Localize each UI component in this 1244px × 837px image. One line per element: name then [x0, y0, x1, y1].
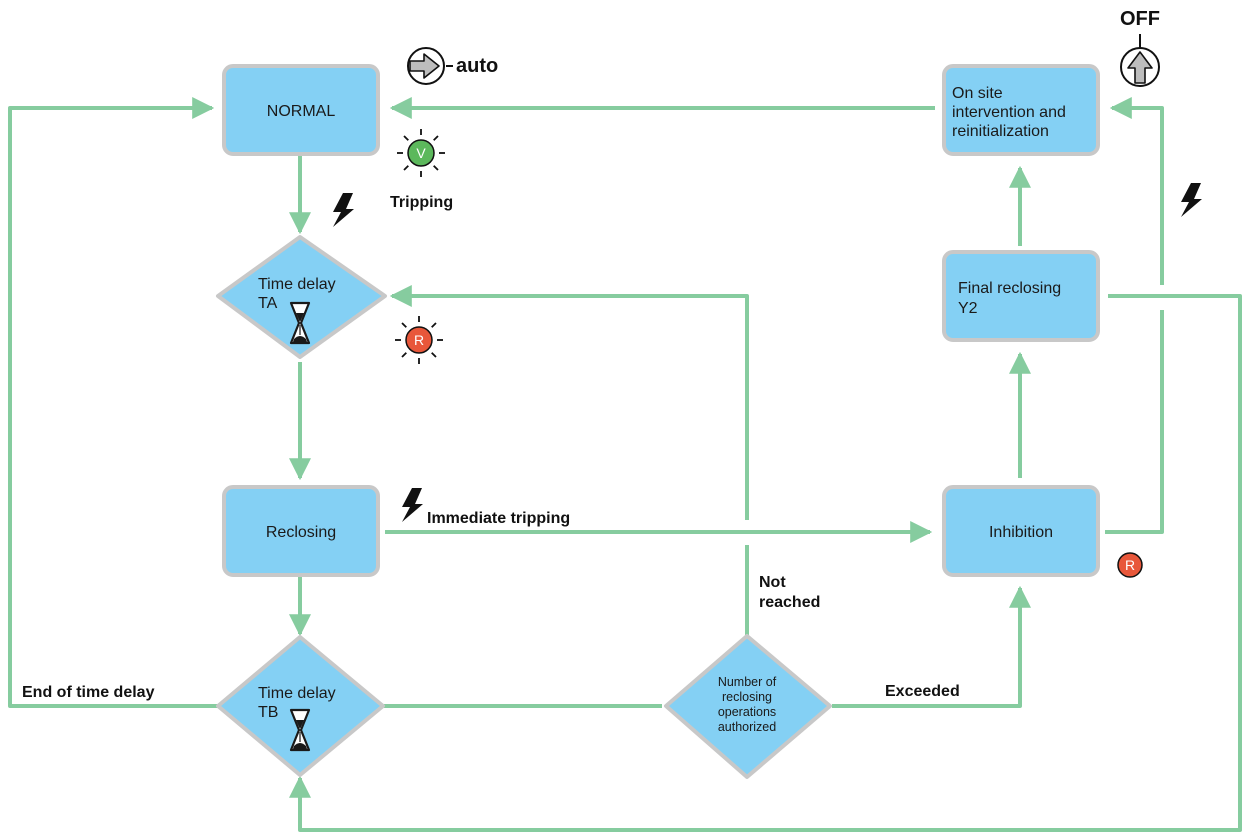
- svg-text:R: R: [1125, 557, 1135, 573]
- node-time-delay-ta: Time delay TA: [216, 235, 387, 359]
- node-normal: NORMAL: [222, 64, 380, 156]
- node-number-of-operations: Number of reclosing operations authorize…: [664, 634, 832, 779]
- node-onsite-line3: reinitialization: [952, 123, 1049, 140]
- connector-numops-to-inhibition: [832, 585, 1031, 708]
- lightning-bolt-icon: [1181, 183, 1202, 217]
- node-final-reclosing: Final reclosing Y2: [942, 250, 1100, 342]
- node-time-delay-tb: Time delay TB: [216, 635, 385, 777]
- node-tb-line2: TB: [258, 704, 278, 721]
- node-reclosing: Reclosing: [222, 485, 380, 577]
- connectors: [8, 97, 1242, 832]
- node-inhibition-label: Inhibition: [989, 524, 1053, 541]
- connector-inhibition-to-onsite-high: [1109, 97, 1164, 285]
- end-of-time-delay-label: End of time delay: [22, 684, 155, 701]
- connector-numops-to-ta-upper: [389, 285, 749, 520]
- svg-text:R: R: [414, 332, 424, 348]
- auto-label: auto: [456, 55, 498, 77]
- off-label: OFF: [1120, 8, 1160, 30]
- node-onsite-line2: intervention and: [952, 104, 1066, 121]
- node-normal-label: NORMAL: [267, 103, 336, 120]
- indicator-lamp-red-icon: R: [394, 315, 444, 365]
- node-numops-line4: authorized: [718, 720, 776, 734]
- indicator-lamp-green-icon: V: [396, 128, 446, 178]
- connector-inhibition-to-onsite-low: [1105, 310, 1164, 534]
- auto-switch-icon: [407, 47, 453, 85]
- node-reclosing-label: Reclosing: [266, 524, 336, 541]
- lightning-bolt-icon: [402, 488, 423, 522]
- not-reached-label-line2: reached: [759, 594, 820, 611]
- not-reached-label-line1: Not: [759, 574, 786, 591]
- node-tb-line1: Time delay: [258, 685, 336, 702]
- node-final-line1: Final reclosing: [958, 280, 1061, 297]
- immediate-tripping-label: Immediate tripping: [427, 510, 570, 527]
- node-numops-line2: reclosing: [722, 690, 772, 704]
- node-final-line2: Y2: [958, 300, 978, 317]
- tripping-label: Tripping: [390, 194, 453, 211]
- node-ta-line1: Time delay: [258, 276, 336, 293]
- node-numops-line3: operations: [718, 705, 776, 719]
- node-numops-line1: Number of: [718, 675, 777, 689]
- exceeded-label: Exceeded: [885, 683, 960, 700]
- node-ta-line2: TA: [258, 295, 278, 312]
- svg-text:V: V: [416, 145, 426, 161]
- node-onsite-line1: On site: [952, 85, 1003, 102]
- connector-tb-to-normal: [8, 97, 218, 708]
- off-switch-icon: [1120, 34, 1160, 87]
- connector-final-to-tb: [289, 294, 1242, 832]
- indicator-lamp-red-static-icon: R: [1117, 552, 1143, 578]
- lightning-bolt-icon: [333, 193, 354, 227]
- node-onsite-intervention: On site intervention and reinitializatio…: [942, 64, 1100, 156]
- node-inhibition: Inhibition: [942, 485, 1100, 577]
